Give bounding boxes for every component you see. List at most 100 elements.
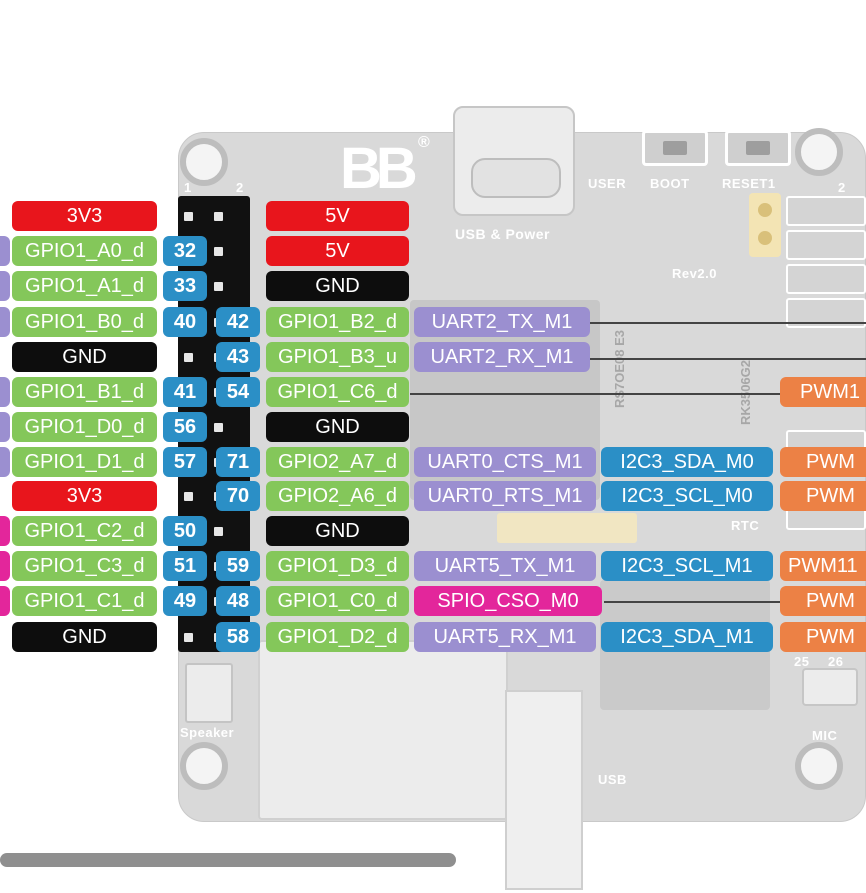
pin-function-pwm: PWM xyxy=(780,481,866,511)
function-label-stub xyxy=(0,236,10,266)
pin-label-gpio: GPIO1_A0_d xyxy=(12,236,157,266)
pin-number: 42 xyxy=(216,307,260,337)
ethernet-jack xyxy=(258,640,508,820)
pin-function-pwm: PWM xyxy=(780,586,866,616)
pin-label-gpio: GPIO1_B3_u xyxy=(266,342,409,372)
pin-label-gpio: GPIO1_B2_d xyxy=(266,307,409,337)
reset-silkscreen: RESET1 xyxy=(722,176,776,191)
pin-function-uart: UART0_RTS_M1 xyxy=(414,481,596,511)
speaker-connector xyxy=(185,663,233,723)
pin-label-gpio: GPIO1_C6_d xyxy=(266,377,409,407)
function-label-stub xyxy=(0,377,10,407)
pin-function-i2c: I2C3_SDA_M1 xyxy=(601,622,773,652)
pin-number: 32 xyxy=(163,236,207,266)
boot-silkscreen: BOOT xyxy=(650,176,690,191)
pin-number: 33 xyxy=(163,271,207,301)
pin-function-uart: UART5_RX_M1 xyxy=(414,622,596,652)
pin-number: 54 xyxy=(216,377,260,407)
pin-label-gpio: GPIO1_C1_d xyxy=(12,586,157,616)
rtc-pad-row xyxy=(497,513,637,543)
header-pin xyxy=(214,527,223,536)
pin-label-5v: 5V xyxy=(266,201,409,231)
pin-26-silkscreen: 26 xyxy=(828,654,844,669)
speaker-silkscreen: Speaker xyxy=(180,725,235,740)
header-pin xyxy=(214,423,223,432)
microphone xyxy=(802,668,858,706)
rtc-silkscreen: RTC xyxy=(731,518,760,533)
function-label-stub xyxy=(0,307,10,337)
usb-a-port xyxy=(505,690,583,890)
pin-label-gpio: GPIO1_D1_d xyxy=(12,447,157,477)
pin-label-gnd: GND xyxy=(12,342,157,372)
function-label-stub xyxy=(0,551,10,581)
pin-number: 43 xyxy=(216,342,260,372)
right-header-pin xyxy=(786,264,866,294)
right-header-pin xyxy=(786,196,866,226)
pin-number: 59 xyxy=(216,551,260,581)
pin-label-gpio: GPIO1_C3_d xyxy=(12,551,157,581)
pin-function-spi: SPIO_CSO_M0 xyxy=(414,586,602,616)
usb-power-silkscreen: USB & Power xyxy=(455,226,550,242)
header-pin xyxy=(214,247,223,256)
leader-line xyxy=(604,601,782,603)
pin-label-gnd: GND xyxy=(266,271,409,301)
reset-button xyxy=(725,130,791,166)
header-pin xyxy=(214,212,223,221)
pin-function-uart: UART5_TX_M1 xyxy=(414,551,596,581)
pin-label-gpio: GPIO1_C0_d xyxy=(266,586,409,616)
function-label-stub xyxy=(0,447,10,477)
pin-number: 48 xyxy=(216,586,260,616)
pin-number: 58 xyxy=(216,622,260,652)
pin-label-3v3: 3V3 xyxy=(12,201,157,231)
pin-number: 56 xyxy=(163,412,207,442)
pin-number: 49 xyxy=(163,586,207,616)
usb-c-connector xyxy=(453,106,575,216)
pin-function-i2c: I2C3_SCL_M0 xyxy=(601,481,773,511)
pin-number: 71 xyxy=(216,447,260,477)
function-label-stub xyxy=(0,412,10,442)
pin-25-silkscreen: 25 xyxy=(794,654,810,669)
pin-function-pwm: PWM1 xyxy=(780,377,866,407)
pin-function-pwm: PWM xyxy=(780,622,866,652)
mounting-hole-top-left xyxy=(180,138,228,186)
header-pin xyxy=(184,633,193,642)
brand-logo: BB xyxy=(340,136,418,201)
mounting-hole-bottom-left xyxy=(180,742,228,790)
pin-label-gpio: GPIO2_A7_d xyxy=(266,447,409,477)
usb-silkscreen: USB xyxy=(598,772,627,787)
function-label-stub xyxy=(0,271,10,301)
pin-number: 50 xyxy=(163,516,207,546)
pin-number: 41 xyxy=(163,377,207,407)
function-label-stub xyxy=(0,516,10,546)
pin-label-gpio: GPIO1_C2_d xyxy=(12,516,157,546)
pin-label-gnd: GND xyxy=(266,412,409,442)
pin-label-gnd: GND xyxy=(266,516,409,546)
mounting-hole-top-right xyxy=(795,128,843,176)
pin-label-gpio: GPIO1_B1_d xyxy=(12,377,157,407)
pin-function-uart: UART2_RX_M1 xyxy=(414,342,590,372)
chip-marking-1: RS7OE08 E3 xyxy=(612,330,627,409)
pin-label-gpio: GPIO2_A6_d xyxy=(266,481,409,511)
header-pin xyxy=(184,492,193,501)
rev-silkscreen: Rev2.0 xyxy=(672,266,717,281)
user-silkscreen: USER xyxy=(588,176,627,191)
pin-function-uart: UART2_TX_M1 xyxy=(414,307,590,337)
function-label-stub xyxy=(0,586,10,616)
boot-button xyxy=(642,130,708,166)
leader-line xyxy=(590,322,866,324)
pin-number: 57 xyxy=(163,447,207,477)
horizontal-scrollbar[interactable] xyxy=(0,853,456,867)
mounting-hole-bottom-right xyxy=(795,742,843,790)
header-pin xyxy=(184,212,193,221)
pin-label-gpio: GPIO1_D3_d xyxy=(266,551,409,581)
pin-number: 51 xyxy=(163,551,207,581)
pin-label-5v: 5V xyxy=(266,236,409,266)
pin-function-i2c: I2C3_SCL_M1 xyxy=(601,551,773,581)
jumper-header xyxy=(749,193,781,257)
pin-number: 40 xyxy=(163,307,207,337)
leader-line xyxy=(590,358,866,360)
pin-function-i2c: I2C3_SDA_M0 xyxy=(601,447,773,477)
header-pin xyxy=(184,353,193,362)
pin-label-gpio: GPIO1_B0_d xyxy=(12,307,157,337)
pin-number: 70 xyxy=(216,481,260,511)
